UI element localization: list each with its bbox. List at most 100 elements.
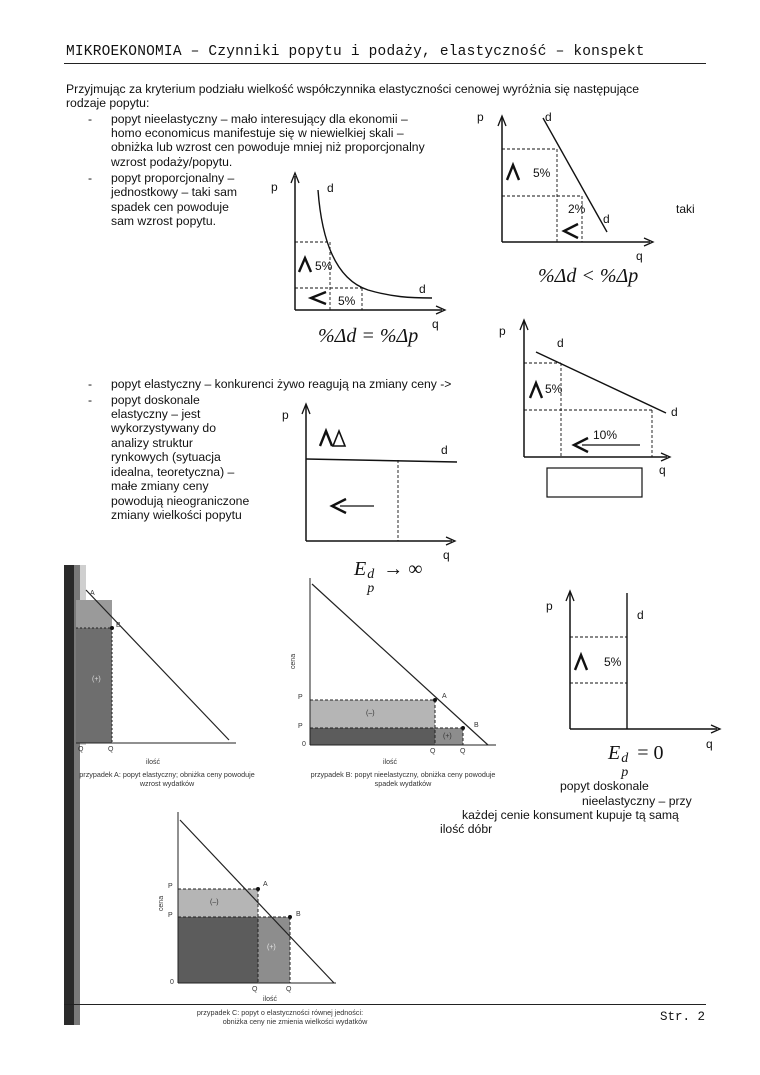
curve-d-label: d bbox=[671, 405, 678, 419]
pct-price-label: 5% bbox=[545, 382, 563, 396]
point-a-label: A bbox=[442, 693, 447, 700]
perfect-inelastic-caption-4: ilość dóbr bbox=[440, 822, 493, 836]
up-arrow-icon bbox=[318, 427, 334, 447]
curve-d-label: d bbox=[419, 282, 426, 296]
page-number: Str. 2 bbox=[660, 1010, 706, 1024]
plus-label: (+) bbox=[267, 944, 276, 951]
demand-curve bbox=[542, 117, 608, 233]
pct-price-label: 5% bbox=[533, 166, 551, 180]
xaxis-label: ilość bbox=[146, 759, 161, 766]
axis-q-label: q bbox=[432, 317, 439, 331]
pb-label: P bbox=[168, 912, 173, 919]
header-rule bbox=[64, 63, 706, 64]
up-arrow-icon bbox=[505, 161, 521, 181]
shaded-minus bbox=[178, 889, 258, 917]
bullet-unit-l4: sam wzrost popytu. bbox=[111, 214, 216, 228]
bullet-marker: - bbox=[88, 171, 93, 185]
curve-d-label: d bbox=[637, 608, 644, 622]
y-axis-arrow bbox=[290, 171, 300, 184]
axis-p-label: p bbox=[546, 599, 553, 613]
bullet-unit-l1: popyt proporcjonalny – bbox=[111, 171, 235, 185]
demand-curve bbox=[305, 458, 458, 463]
pct-qty-label: 2% bbox=[568, 202, 586, 216]
point-b-label: B bbox=[296, 911, 301, 918]
perfect-inelastic-caption-2: nieelastyczny – przy bbox=[582, 794, 692, 808]
pct-qty-label: 10% bbox=[593, 428, 618, 442]
scan-a-caption-2: wzrost wydatków bbox=[139, 779, 195, 788]
left-arrow-icon bbox=[329, 497, 347, 515]
up-arrow-icon bbox=[573, 651, 589, 671]
qb-label: Q bbox=[108, 746, 114, 753]
bullet-perfect-l6: idealna, teoretyczna) – bbox=[111, 465, 235, 479]
pct-qty-label: 5% bbox=[338, 294, 356, 308]
pa-label: P bbox=[298, 694, 303, 701]
axis-p-label: p bbox=[477, 110, 484, 124]
shaded-plus bbox=[435, 728, 463, 745]
axis-p-label: p bbox=[499, 324, 506, 338]
qb-label: Q bbox=[460, 748, 466, 755]
bullet-perfect-l9: zmiany wielkości popytu bbox=[111, 508, 242, 522]
bullet-elastic: popyt elastyczny – konkurenci żywo reagu… bbox=[111, 377, 452, 391]
shaded-area bbox=[76, 628, 112, 743]
up-arrow-icon bbox=[297, 254, 313, 273]
yaxis-label: cena bbox=[158, 895, 166, 912]
bullet-inelastic-l1: popyt nieelastyczny – mało interesujący … bbox=[111, 112, 408, 126]
qa-label: Q bbox=[78, 746, 84, 753]
axis-q-label: q bbox=[706, 737, 713, 751]
demand-curve bbox=[317, 189, 433, 299]
bullet-perfect-l2: elastyczny – jest bbox=[111, 407, 201, 421]
axis-q-label: q bbox=[659, 463, 666, 477]
bullet-inelastic-l3: obniżka lub wzrost cen powoduje mniej ni… bbox=[111, 140, 425, 154]
up-arrow-icon bbox=[528, 379, 544, 399]
scan-c-caption-2: obniżka ceny nie zmienia wielkości wydat… bbox=[222, 1017, 368, 1026]
demand-line bbox=[179, 819, 335, 984]
curve-d-label: d bbox=[545, 110, 552, 124]
scan-a-caption-1: przypadek A: popyt elastyczny; obniżka c… bbox=[79, 770, 255, 779]
page-header: MIKROEKONOMIA – Czynniki popytu i podaży… bbox=[66, 44, 645, 60]
footer-rule bbox=[64, 1004, 706, 1005]
axis-q-label: q bbox=[636, 249, 643, 263]
scan-c-caption-1: przypadek C: popyt o elastyczności równe… bbox=[196, 1008, 364, 1017]
shaded-plus bbox=[258, 917, 290, 983]
perfect-inelastic-caption-3: każdej cenie konsument kupuje tą samą bbox=[462, 808, 679, 822]
qa-label: Q bbox=[252, 986, 258, 993]
bullet-perfect-l7: małe zmiany ceny bbox=[111, 479, 209, 493]
demand-curve bbox=[535, 351, 667, 414]
bullet-perfect-l5: rynkowych (sytuacja bbox=[111, 450, 221, 464]
curve-d-label: d bbox=[441, 443, 448, 457]
shaded-common bbox=[178, 917, 258, 983]
qa-label: Q bbox=[430, 748, 436, 755]
xaxis-label: ilość bbox=[383, 759, 398, 766]
pct-price-label: 5% bbox=[604, 655, 622, 669]
formula-unit: %Δd = %Δp bbox=[318, 325, 419, 347]
scan-b-caption-1: przypadek B: popyt nieelastyczny, obniżk… bbox=[310, 770, 496, 779]
axis-q-label: q bbox=[443, 548, 450, 562]
formula-inelastic: %Δd < %Δp bbox=[538, 265, 639, 287]
pa-label: P bbox=[168, 883, 173, 890]
left-arrow-icon bbox=[307, 290, 327, 306]
perfect-inelastic-caption-1: popyt doskonale bbox=[560, 779, 649, 793]
side-note: taki bbox=[676, 202, 695, 216]
minus-label: (–) bbox=[210, 899, 219, 906]
bullet-marker: - bbox=[88, 112, 93, 126]
pct-price-label: 5% bbox=[315, 259, 333, 273]
bullet-marker: - bbox=[88, 393, 93, 407]
curve-d-label: d bbox=[603, 212, 610, 226]
scan-b-caption-2: spadek wydatków bbox=[374, 779, 432, 788]
bullet-marker: - bbox=[88, 377, 93, 391]
zero-label: 0 bbox=[302, 741, 306, 748]
point-a-label: A bbox=[90, 590, 95, 597]
demand-line bbox=[311, 583, 489, 746]
bullet-perfect-l3: wykorzystywany do bbox=[111, 421, 216, 435]
bullet-unit-l2: jednostkowy – taki sam bbox=[111, 185, 237, 199]
bullet-unit-l3: spadek cen powoduje bbox=[111, 200, 229, 214]
zero-label: 0 bbox=[170, 979, 174, 986]
curve-d-label: d bbox=[327, 181, 334, 195]
